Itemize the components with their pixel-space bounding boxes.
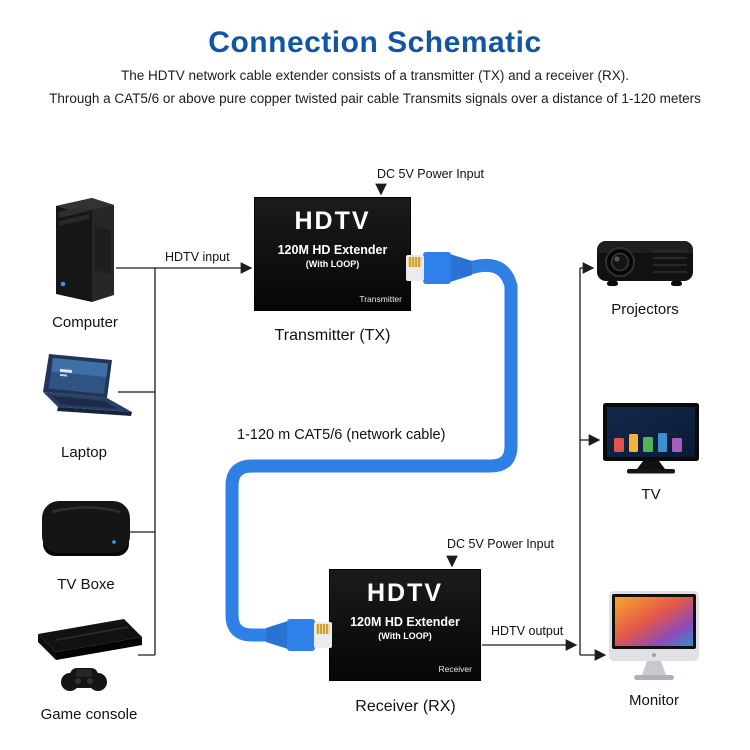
rj45-plug-rx-icon — [266, 619, 332, 651]
laptop-icon — [43, 354, 132, 416]
device-label-tvbox: TV Boxe — [57, 576, 115, 593]
hdtv-logo-tx: HDTV — [294, 207, 371, 235]
extender-loop-tx: (With LOOP) — [305, 259, 360, 269]
box-tag-receiver: Receiver — [438, 664, 472, 674]
device-projector: Projectors — [595, 233, 695, 318]
device-label-console: Game console — [40, 706, 138, 723]
dc-power-label-tx: DC 5V Power Input — [377, 167, 484, 181]
device-tv: TV — [602, 402, 700, 503]
extender-loop-rx: (With LOOP) — [378, 631, 432, 641]
device-tvbox: TV Boxe — [38, 498, 134, 593]
projector-icon — [597, 241, 693, 286]
cable-length-label: 1-120 m CAT5/6 (network cable) — [237, 427, 446, 443]
hdtv-logo-rx: HDTV — [366, 579, 444, 607]
dc-power-label-rx: DC 5V Power Input — [447, 537, 554, 551]
header: Connection Schematic The HDTV network ca… — [0, 26, 750, 106]
box-tag-transmitter: Transmitter — [359, 294, 402, 304]
game-console-icon — [38, 619, 142, 691]
receiver-caption: Receiver (RX) — [355, 698, 456, 715]
page-title: Connection Schematic — [208, 26, 542, 59]
computer-icon — [56, 198, 114, 302]
device-label-monitor: Monitor — [628, 692, 680, 709]
extender-model-rx: 120M HD Extender — [350, 615, 460, 629]
subtitle-line-2: Through a CAT5/6 or above pure copper tw… — [49, 91, 701, 106]
device-computer: Computer — [40, 194, 130, 331]
tv-icon — [603, 403, 699, 474]
receiver-box: HDTV 120M HD Extender (With LOOP) Receiv… — [330, 570, 480, 680]
device-label-computer: Computer — [52, 314, 118, 331]
tvbox-icon — [42, 501, 130, 556]
device-label-laptop: Laptop — [61, 444, 107, 461]
monitor-icon — [609, 591, 699, 680]
device-console: Game console — [30, 612, 148, 723]
hdtv-input-label: HDTV input — [165, 250, 230, 264]
device-label-projectors: Projectors — [611, 301, 679, 318]
transmitter-caption: Transmitter (TX) — [274, 327, 391, 344]
subtitle-line-1: The HDTV network cable extender consists… — [121, 68, 629, 83]
device-laptop: Laptop — [30, 352, 138, 461]
extender-model-tx: 120M HD Extender — [277, 243, 388, 257]
transmitter-box: HDTV 120M HD Extender (With LOOP) Transm… — [255, 198, 410, 310]
device-label-tv: TV — [641, 486, 661, 503]
hdtv-output-label: HDTV output — [491, 624, 564, 638]
rj45-plug-tx-icon — [406, 252, 472, 284]
device-monitor: Monitor — [608, 590, 700, 709]
